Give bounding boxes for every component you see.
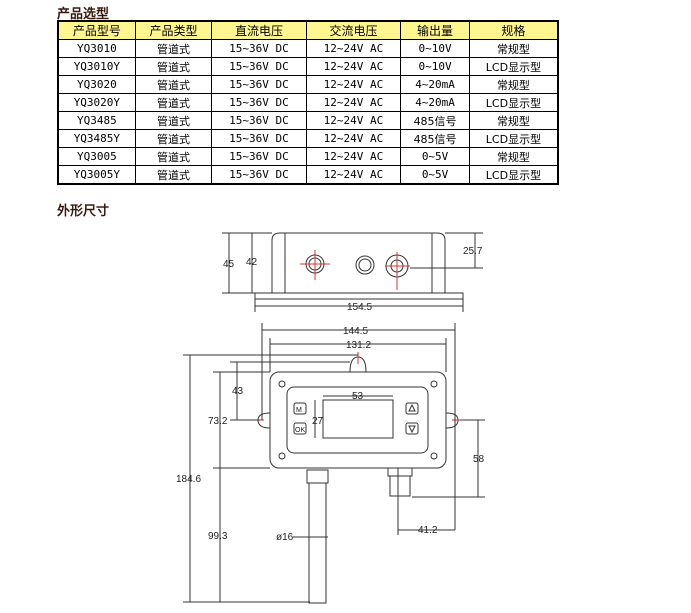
table-cell: 4~20mA	[400, 75, 470, 94]
table-cell: 管道式	[134, 75, 213, 94]
table-cell: 12~24V AC	[305, 147, 402, 166]
dim-diameter-16: ø16	[276, 532, 294, 543]
table-cell: LCD显示型	[468, 165, 559, 185]
up-button-icon	[405, 402, 419, 415]
table-cell: 0~10V	[400, 57, 470, 76]
front-view	[183, 323, 485, 604]
table-cell: 管道式	[134, 147, 213, 166]
table-cell: 12~24V AC	[305, 93, 402, 112]
column-header: 规格	[468, 20, 559, 40]
ok-button-drawing	[293, 422, 307, 435]
table-cell: 常规型	[468, 147, 559, 166]
ok-button-label: OK	[295, 427, 305, 434]
menu-button-drawing	[293, 402, 307, 415]
dim-184-6: 184.6	[176, 474, 201, 485]
table-cell: LCD显示型	[468, 57, 559, 76]
dim-45: 45	[223, 259, 235, 270]
dim-53: 53	[352, 391, 364, 402]
table-cell: 常规型	[468, 111, 559, 130]
dim-58: 58	[473, 454, 485, 465]
dim-131-2: 131.2	[346, 340, 371, 351]
table-cell: 485信号	[400, 111, 470, 130]
table-cell: YQ3005Y	[57, 165, 136, 185]
section-title-dimensions: 外形尺寸	[57, 204, 110, 219]
dim-73-2: 73.2	[208, 416, 228, 427]
table-cell: 15~36V DC	[211, 93, 307, 112]
table-cell: 15~36V DC	[211, 147, 307, 166]
table-cell: 485信号	[400, 129, 470, 148]
dim-42: 42	[246, 257, 258, 268]
table-cell: 0~5V	[400, 147, 470, 166]
dim-99-3: 99.3	[208, 531, 228, 542]
table-cell: 15~36V DC	[211, 75, 307, 94]
menu-button-label: M	[296, 407, 302, 414]
table-cell: 12~24V AC	[305, 39, 402, 58]
table-cell: 12~24V AC	[305, 165, 402, 185]
table-cell: LCD显示型	[468, 93, 559, 112]
table-cell: 4~20mA	[400, 93, 470, 112]
dim-27: 27	[312, 416, 324, 427]
dim-25-7: 25.7	[463, 246, 483, 257]
top-view	[222, 232, 483, 312]
down-button-icon	[405, 422, 419, 435]
table-cell: 15~36V DC	[211, 39, 307, 58]
table-cell: 管道式	[134, 165, 213, 185]
table-cell: 15~36V DC	[211, 165, 307, 185]
table-cell: 管道式	[134, 93, 213, 112]
column-header: 产品类型	[134, 20, 213, 40]
table-cell: YQ3010Y	[57, 57, 136, 76]
table-cell: YQ3005	[57, 147, 136, 166]
section-title-selection: 产品选型	[57, 7, 110, 22]
dim-43: 43	[232, 386, 244, 397]
table-cell: YQ3010	[57, 39, 136, 58]
dim-144-5: 144.5	[343, 326, 368, 337]
dim-154-5: 154.5	[347, 302, 372, 313]
dim-41-2: 41.2	[418, 525, 438, 536]
